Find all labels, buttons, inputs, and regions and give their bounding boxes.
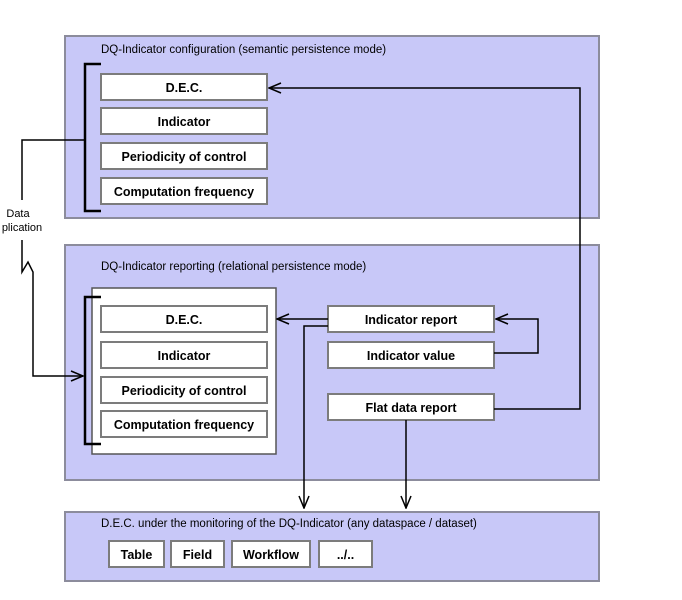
svg-text:Indicator: Indicator [158,115,211,129]
svg-text:D.E.C.: D.E.C. [166,81,203,95]
duplication-line-top [21,139,85,200]
monitoring-item-workflow: Workflow [231,540,311,568]
reporting-item-indicator: Indicator [100,341,268,369]
svg-text:Indicator report: Indicator report [365,313,458,327]
flat-data-report-box: Flat data report [327,393,495,421]
indicator-report-box: Indicator report [327,305,495,333]
config-item-indicator: Indicator [100,107,268,135]
reporting-panel-title: DQ-Indicator reporting (relational persi… [101,261,366,273]
svg-text:Indicator: Indicator [158,349,211,363]
svg-text:../..: ../.. [337,548,354,562]
svg-text:plication: plication [2,222,42,234]
config-bracket [83,62,101,213]
reporting-bracket [83,295,101,446]
reporting-panel: DQ-Indicator reporting (relational persi… [64,244,600,481]
config-item-dec: D.E.C. [100,73,268,101]
svg-text:Field: Field [183,548,212,562]
svg-text:Indicator value: Indicator value [367,349,455,363]
report-to-monitoring-arrow [304,325,328,508]
reporting-item-dec: D.E.C. [100,305,268,333]
reporting-item-computation-frequency: Computation frequency [100,410,268,438]
svg-text:Data: Data [6,208,30,220]
monitoring-panel-title: D.E.C. under the monitoring of the DQ-In… [101,518,477,530]
config-item-periodicity: Periodicity of control [100,142,268,170]
svg-text:Workflow: Workflow [243,548,299,562]
svg-text:Computation frequency: Computation frequency [114,418,254,432]
svg-text:Computation frequency: Computation frequency [114,185,254,199]
reporting-item-periodicity: Periodicity of control [100,376,268,404]
duplication-arrow [21,240,83,376]
flat-report-to-config-dec-arrow [269,88,581,410]
data-duplication-label: Data plication [2,208,42,234]
svg-text:Table: Table [121,548,153,562]
monitoring-item-more: ../.. [318,540,373,568]
monitoring-item-field: Field [170,540,225,568]
monitoring-item-table: Table [108,540,165,568]
svg-text:D.E.C.: D.E.C. [166,313,203,327]
config-panel-title: DQ-Indicator configuration (semantic per… [101,44,386,56]
value-to-report-arrow [494,319,539,354]
indicator-value-box: Indicator value [327,341,495,369]
svg-text:Periodicity of control: Periodicity of control [121,384,246,398]
config-item-computation-frequency: Computation frequency [100,177,268,205]
svg-text:Periodicity of control: Periodicity of control [121,150,246,164]
svg-text:Flat data report: Flat data report [366,401,458,415]
config-panel: DQ-Indicator configuration (semantic per… [64,35,600,219]
monitoring-panel: D.E.C. under the monitoring of the DQ-In… [64,511,600,582]
